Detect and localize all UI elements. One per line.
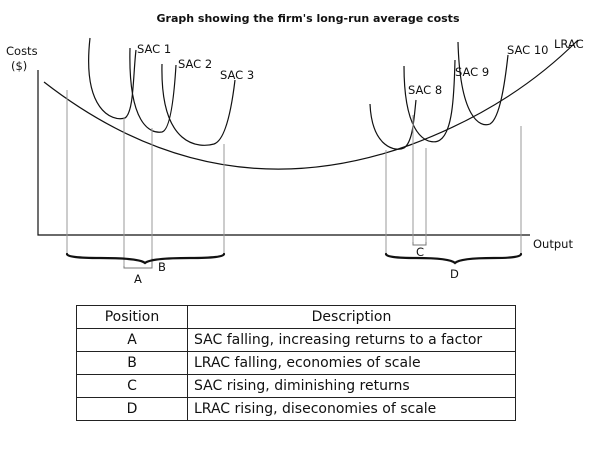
lrac-curve <box>43 39 579 170</box>
table-row: A SAC falling, increasing returns to a f… <box>76 328 516 352</box>
cell-description: LRAC falling, economies of scale <box>187 351 516 375</box>
cell-position: C <box>76 374 188 398</box>
sac9-label: SAC 9 <box>455 65 489 79</box>
cell-description: SAC rising, diminishing returns <box>187 374 516 398</box>
cell-position: A <box>76 328 188 352</box>
brace-d <box>384 252 523 265</box>
sac9-curve <box>403 59 456 143</box>
cost-diagram: Graph showing the firm's long-run averag… <box>6 12 584 286</box>
bracket-c <box>412 242 427 246</box>
sac8-curve <box>369 99 417 150</box>
table-row: B LRAC falling, economies of scale <box>76 351 516 375</box>
label-a: A <box>134 272 142 286</box>
y-axis-label-costs: Costs <box>6 44 38 58</box>
lrac-label: LRAC <box>554 37 584 51</box>
sac10-label: SAC 10 <box>507 43 549 57</box>
header-position: Position <box>76 305 188 329</box>
cell-description: SAC falling, increasing returns to a fac… <box>187 328 516 352</box>
table-row: C SAC rising, diminishing returns <box>76 374 516 398</box>
header-description: Description <box>187 305 516 329</box>
sac10-curve <box>457 41 509 126</box>
sac2-curve <box>129 47 177 133</box>
x-axis-label: Output <box>533 237 573 251</box>
cell-position: B <box>76 351 188 375</box>
sac3-curve <box>161 63 236 146</box>
label-b: B <box>158 260 166 274</box>
cell-description: LRAC rising, diseconomies of scale <box>187 397 516 421</box>
sac2-label: SAC 2 <box>178 57 212 71</box>
guide-lines <box>66 90 522 266</box>
axes <box>37 70 530 236</box>
sac3-label: SAC 3 <box>220 68 254 82</box>
diagram-title: Graph showing the firm's long-run averag… <box>157 12 460 25</box>
bracket-a <box>123 258 153 269</box>
sac8-label: SAC 8 <box>408 83 442 97</box>
label-d: D <box>450 267 459 281</box>
table-row: D LRAC rising, diseconomies of scale <box>76 397 516 421</box>
cell-position: D <box>76 397 188 421</box>
positions-table: Position Description A SAC falling, incr… <box>76 305 516 421</box>
sac1-curve <box>88 37 137 120</box>
y-axis-label-unit: ($) <box>11 59 27 73</box>
brace-b <box>65 252 226 265</box>
table-header-row: Position Description <box>76 305 516 329</box>
label-c: C <box>416 245 424 259</box>
sac1-label: SAC 1 <box>137 42 171 56</box>
